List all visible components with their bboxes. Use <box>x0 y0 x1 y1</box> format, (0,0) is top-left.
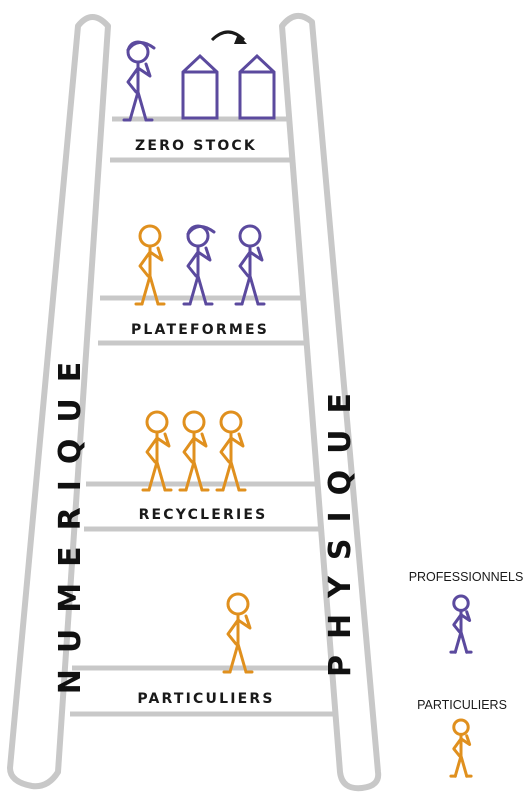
left-rail <box>7 14 111 790</box>
right-rail <box>279 13 382 792</box>
rung-label-recycleries: RECYCLERIES <box>139 507 268 523</box>
figure-particulier <box>134 224 166 306</box>
rung-label-plateformes: PLATEFORMES <box>131 322 269 338</box>
rung-label-particuliers: PARTICULIERS <box>137 691 274 707</box>
figure-particulier <box>215 410 247 492</box>
legend-figure-particulier <box>449 718 473 778</box>
legend-figure-professionnel <box>449 594 473 654</box>
figure-particulier <box>222 592 254 674</box>
figure-particulier <box>178 410 210 492</box>
move-arrow-icon <box>210 30 247 44</box>
rung-label-zero-stock: ZERO STOCK <box>135 138 257 154</box>
box-icon <box>238 53 276 120</box>
figure-professionnel <box>234 224 266 306</box>
legend-label-professionnels: PROFESSIONNELS <box>409 570 524 584</box>
box-icon <box>181 53 219 120</box>
stock-boxes <box>181 53 276 120</box>
side-label-numerique: NUMERIQUE <box>53 346 88 694</box>
figure-professionnel <box>182 224 216 306</box>
figure-professionnel <box>122 40 156 122</box>
legend-label-particuliers: PARTICULIERS <box>417 698 507 712</box>
side-label-physique: PHYSIQUE <box>323 377 358 677</box>
figure-particulier <box>141 410 173 492</box>
